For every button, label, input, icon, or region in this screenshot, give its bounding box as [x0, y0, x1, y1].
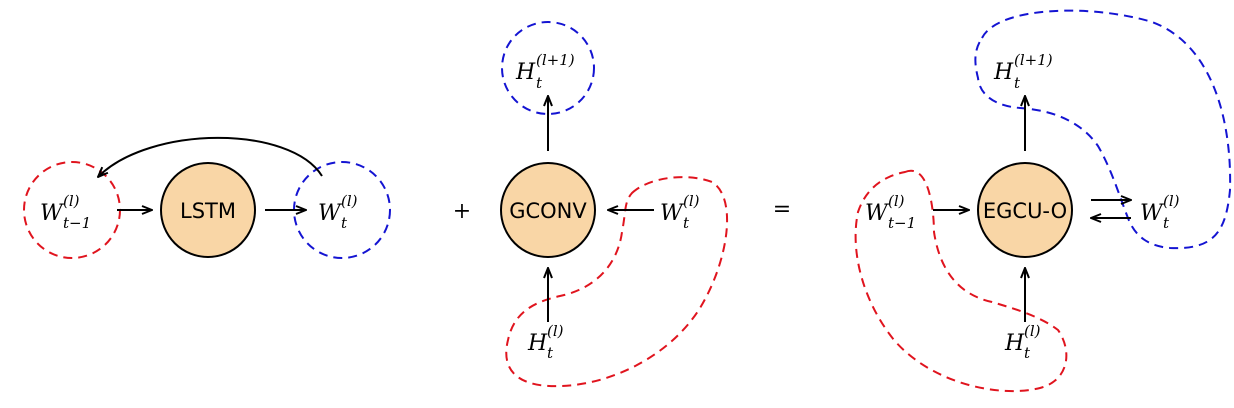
svg-text:t: t — [536, 74, 543, 92]
equals-operator: = — [773, 197, 791, 222]
label-w-t-gconv: W (l) t — [660, 192, 700, 232]
svg-text:(l+1): (l+1) — [1014, 51, 1053, 69]
plus-operator: + — [453, 199, 471, 224]
svg-text:(l): (l) — [888, 192, 905, 210]
svg-text:(l+1): (l+1) — [536, 51, 575, 69]
svg-text:W: W — [40, 201, 65, 226]
svg-text:t: t — [547, 344, 554, 362]
lstm-node-label: LSTM — [180, 199, 236, 223]
panel-egcu: EGCU-O H (l+1) t W (l) t−1 W (l) t H (l)… — [854, 9, 1232, 393]
gconv-node-label: GCONV — [509, 199, 587, 223]
svg-text:t: t — [341, 214, 348, 232]
label-h-next-egcu: H (l+1) t — [993, 51, 1053, 92]
svg-text:t: t — [1014, 74, 1021, 92]
red-dashed-region-gconv — [505, 176, 729, 388]
gconv-node — [500, 162, 596, 258]
svg-text:(l): (l) — [63, 192, 80, 210]
svg-text:t−1: t−1 — [63, 214, 91, 232]
egcu-node — [977, 162, 1073, 258]
label-w-t-egcu: W (l) t — [1140, 192, 1180, 232]
red-dashed-circle-w-prev — [23, 161, 121, 259]
label-w-prev-egcu: W (l) t−1 — [865, 192, 916, 232]
svg-text:t: t — [1163, 214, 1170, 232]
egcu-node-label: EGCU-O — [983, 199, 1067, 223]
label-h-next-gconv: H (l+1) t — [515, 51, 575, 92]
panel-gconv: GCONV H (l+1) t W (l) t H (l) t — [500, 21, 729, 388]
svg-text:(l): (l) — [1024, 322, 1041, 340]
label-w-t-lstm: W (l) t — [318, 192, 358, 232]
svg-text:H: H — [1004, 331, 1025, 356]
panel-lstm: LSTM W (l) t−1 W (l) t — [23, 136, 391, 259]
svg-text:W: W — [660, 201, 685, 226]
svg-text:(l): (l) — [547, 322, 564, 340]
svg-text:W: W — [865, 201, 890, 226]
svg-text:(l): (l) — [683, 192, 700, 210]
label-h-t-egcu: H (l) t — [1004, 322, 1041, 362]
lstm-node — [160, 162, 256, 258]
svg-text:t: t — [683, 214, 690, 232]
svg-text:t−1: t−1 — [888, 214, 916, 232]
svg-text:H: H — [515, 60, 536, 85]
label-w-prev-lstm: W (l) t−1 — [40, 192, 91, 232]
label-h-t-gconv: H (l) t — [527, 322, 564, 362]
blue-dashed-circle-h-next — [501, 21, 595, 115]
arrow-w-t-feedback — [98, 136, 323, 177]
svg-text:H: H — [527, 331, 548, 356]
svg-text:W: W — [318, 201, 343, 226]
svg-text:(l): (l) — [341, 192, 358, 210]
red-dashed-region-egcu — [854, 169, 1068, 393]
svg-text:W: W — [1140, 201, 1165, 226]
blue-dashed-circle-w-t — [293, 161, 391, 259]
svg-text:t: t — [1024, 344, 1031, 362]
svg-text:H: H — [993, 60, 1014, 85]
svg-text:(l): (l) — [1163, 192, 1180, 210]
